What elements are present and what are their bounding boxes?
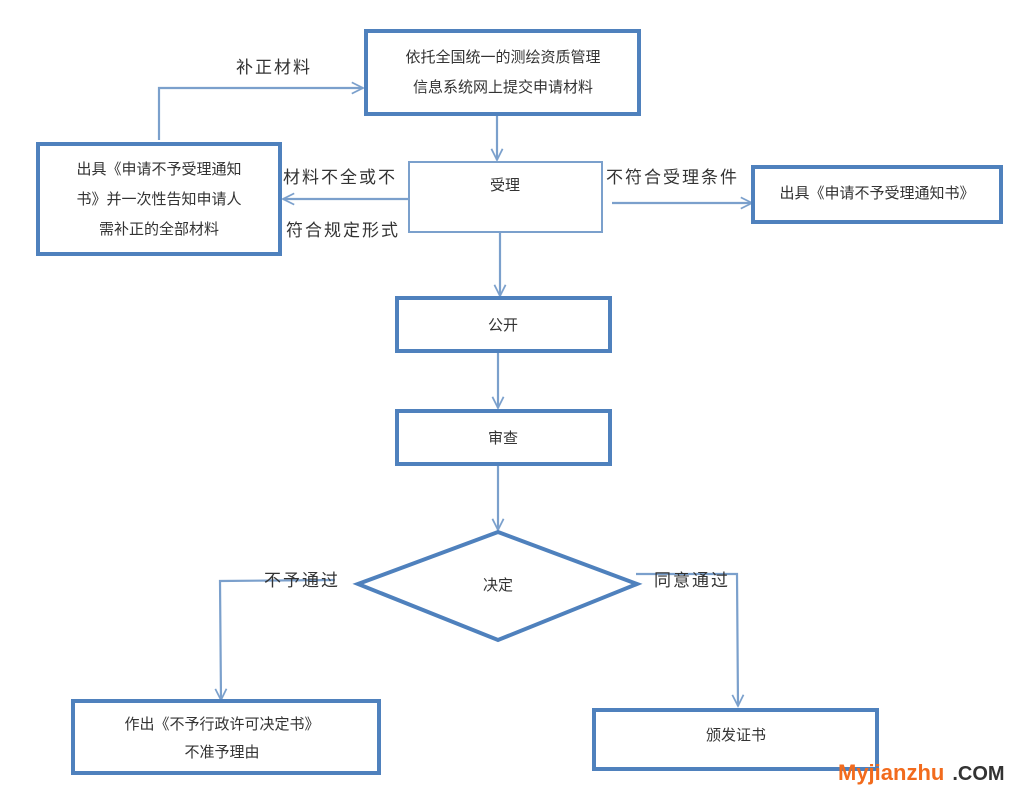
node-decision-label: 决定: [483, 576, 513, 594]
edge-label-approved: 同意通过: [654, 571, 730, 591]
node-decision: 决定: [352, 529, 643, 643]
edge-label-incomplete-2: 符合规定形式: [286, 221, 400, 241]
edge-label-not-qualified: 不符合受理条件: [606, 168, 739, 188]
node-accept: 受理: [408, 161, 603, 233]
edge-supplement-loop: [157, 88, 363, 140]
watermark-brand: Myjianzhu: [838, 760, 945, 785]
node-notice-supplement: 出具《申请不予受理通知 书》并一次性告知申请人 需补正的全部材料: [36, 142, 282, 256]
node-submit-line-1: 依托全国统一的测绘资质管理: [405, 48, 600, 66]
node-deny-line-2: 不准予理由: [184, 743, 259, 761]
edge-decision-to-deny: [220, 578, 336, 700]
node-review: 审查: [395, 409, 612, 466]
node-submit: 依托全国统一的测绘资质管理 信息系统网上提交申请材料: [364, 29, 641, 116]
watermark: Myjianzhu .COM: [838, 760, 1005, 786]
node-deny-line-1: 作出《不予行政许可决定书》: [124, 715, 319, 733]
node-submit-line-2: 信息系统网上提交申请材料: [413, 78, 593, 96]
edge-decision-to-issue: [636, 572, 738, 706]
node-notice-reject-label: 出具《申请不予受理通知书》: [779, 184, 974, 202]
watermark-suffix: .COM: [952, 763, 1005, 785]
connectors: [157, 88, 752, 706]
node-notice-supplement-line-2: 书》并一次性告知申请人: [76, 190, 241, 208]
node-notice-supplement-line-1: 出具《申请不予受理通知: [76, 160, 241, 178]
node-deny: 作出《不予行政许可决定书》 不准予理由: [71, 699, 381, 775]
node-issue: 颁发证书: [592, 708, 879, 771]
node-issue-label: 颁发证书: [706, 726, 766, 744]
node-notice-reject: 出具《申请不予受理通知书》: [751, 165, 1003, 224]
node-publicize-label: 公开: [488, 316, 518, 334]
edge-label-rejected: 不予通过: [264, 571, 340, 591]
node-publicize: 公开: [395, 296, 612, 353]
edge-label-supplement: 补正材料: [236, 58, 312, 78]
node-accept-label: 受理: [490, 176, 520, 194]
node-review-label: 审查: [488, 429, 518, 447]
edge-label-incomplete-1: 材料不全或不: [283, 168, 397, 188]
node-notice-supplement-line-3: 需补正的全部材料: [99, 220, 219, 238]
